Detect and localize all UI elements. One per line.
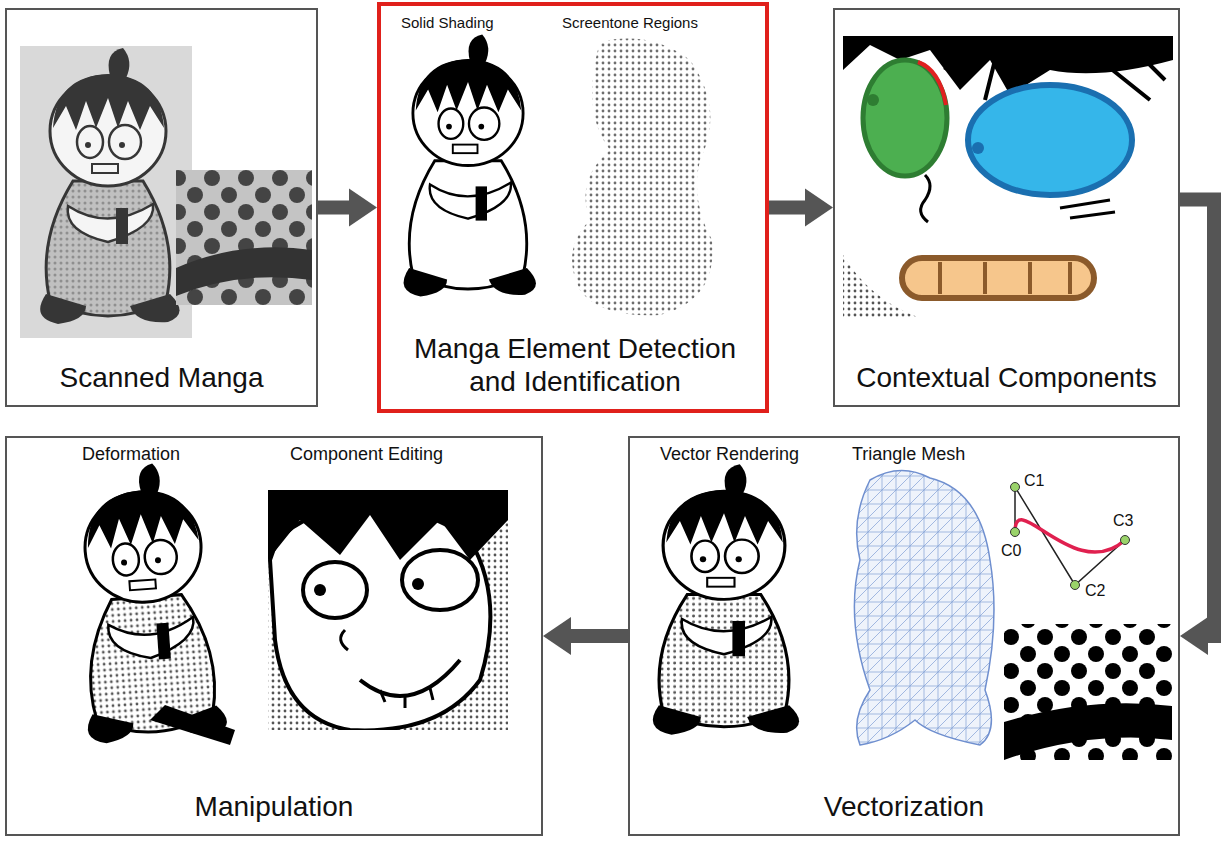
sub-label: Component Editing: [290, 444, 443, 466]
art-ellipse: [863, 60, 947, 176]
scanned-figure: [20, 46, 312, 338]
control-point-label: C0: [1000, 543, 1022, 559]
sub-label: Triangle Mesh: [852, 444, 965, 466]
art-rect: [20, 46, 192, 338]
stage-title: Vectorization: [644, 790, 1164, 824]
art-path: [268, 490, 508, 560]
arrow-head: [349, 189, 377, 227]
arrow-shaft: [318, 201, 349, 215]
art-rect: [843, 36, 1173, 318]
vectorization-figures: [653, 464, 1172, 760]
control-point-label: C3: [1112, 513, 1134, 529]
vectorization-box: Vector Rendering Triangle MeshVectorizati…: [628, 436, 1180, 836]
art-rect: [1004, 624, 1172, 760]
sub-label: Screentone Regions: [562, 14, 698, 32]
art-path: [854, 470, 994, 745]
flow-arrow: [1180, 200, 1214, 656]
art-path: [360, 660, 460, 696]
manipulation-box: Deformation Component EditingManipulation: [5, 436, 543, 836]
art-circle: [314, 584, 326, 596]
arrow-shaft: [769, 201, 805, 215]
arrow-head: [543, 617, 571, 655]
art-path: [150, 705, 235, 745]
arrow-shaft: [571, 629, 628, 643]
flow-arrow: [543, 617, 628, 655]
stage-title: Scanned Manga: [21, 361, 302, 395]
detection-box: Solid Shading Screentone RegionsManga Ele…: [377, 2, 769, 413]
sub-label: Solid Shading: [401, 14, 494, 32]
art-ellipse: [968, 85, 1132, 195]
scanned-manga-box: Scanned Manga: [5, 8, 318, 407]
arrow-head: [805, 189, 833, 227]
arrow-shaft: [1180, 200, 1214, 637]
art-ellipse: [303, 562, 367, 618]
art-circle: [1011, 528, 1020, 537]
art-path: [380, 688, 433, 708]
sub-label: Deformation: [82, 444, 180, 466]
art-use: [653, 464, 799, 734]
manipulation-figures: [70, 459, 508, 745]
art-use: [40, 48, 179, 324]
art-circle: [1071, 581, 1080, 590]
detection-figures: [404, 34, 713, 315]
contextual-box: Contextual Components: [833, 8, 1180, 407]
art-ellipse: [402, 550, 478, 610]
art-path: [940, 262, 1070, 294]
art-path: [176, 247, 312, 296]
art-path: [341, 630, 348, 650]
art-g: [268, 490, 508, 730]
art-path: [572, 39, 713, 316]
arrow-head: [1180, 617, 1208, 655]
flow-arrow: [769, 189, 833, 227]
flow-arrow: [318, 189, 377, 227]
sub-label: Vector Rendering: [660, 444, 799, 466]
control-point-label: C2: [1084, 583, 1106, 599]
face-closeup: [843, 36, 1173, 318]
art-use: [404, 34, 536, 296]
stage-title: Manga Element Detection and Identificati…: [395, 332, 755, 399]
stage-title: Contextual Components: [849, 361, 1164, 395]
art-rect: [268, 490, 508, 730]
art-circle: [412, 578, 424, 590]
art-circle: [1011, 483, 1020, 492]
control-point-label: C1: [1023, 473, 1045, 489]
art-circle: [867, 94, 879, 106]
art-path: [1015, 520, 1125, 552]
art-path: [1004, 703, 1172, 760]
art-path: [921, 175, 930, 222]
art-circle: [972, 142, 984, 154]
art-path: [1060, 200, 1115, 218]
art-use: [70, 459, 228, 744]
art-rect: [176, 170, 312, 305]
art-path: [918, 62, 946, 105]
art-path: [1015, 487, 1125, 585]
art-rect: [902, 258, 1094, 298]
stage-title: Manipulation: [21, 790, 527, 824]
art-circle: [1121, 536, 1130, 545]
